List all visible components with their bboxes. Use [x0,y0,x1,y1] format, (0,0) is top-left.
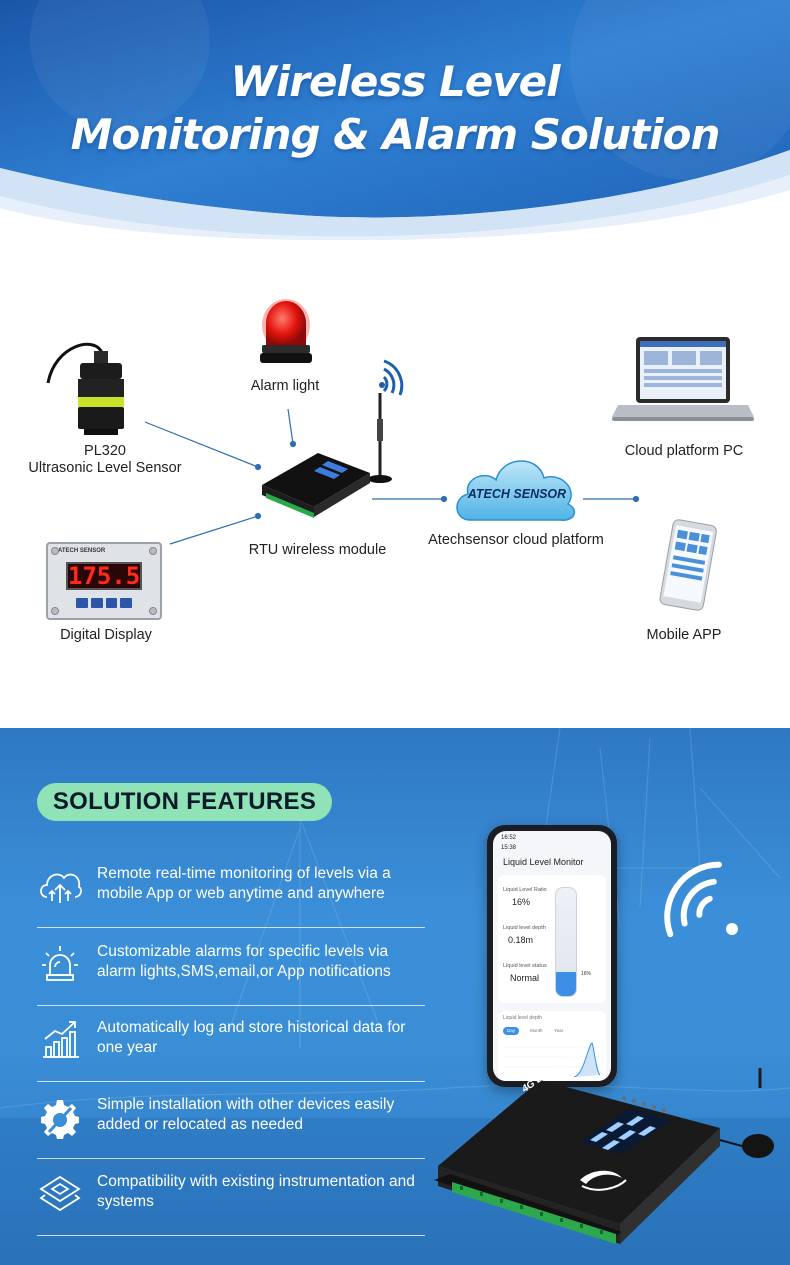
phone-inner-time: 15:38 [501,845,517,851]
phone-mockup: 16:52 15:38 Liquid Level Monitor Liquid … [487,825,617,1087]
laptop-icon [612,337,754,421]
data-logger-icon [434,1068,774,1244]
page-title-line-2: Monitoring & Alarm Solution [70,110,721,159]
feature-item: Customizable alarms for specific levels … [37,928,425,1006]
level-tube-fill [556,972,576,996]
feature-item: Remote real-time monitoring of levels vi… [37,850,425,928]
mobile-phone-icon [659,519,717,611]
level-card: Liquid Level Ratio 16% Liquid level dept… [498,875,606,1003]
display-reading: 175.5 [66,562,142,590]
tab-day[interactable]: Day [503,1027,520,1035]
digital-display-label: Digital Display [60,627,152,643]
history-chart [504,1042,600,1077]
rtu-module-label: RTU wireless module [248,542,387,558]
display-brand: ATECH SENSOR [58,548,106,554]
cloud-platform-label: Atechsensor cloud platform [428,532,604,548]
tab-year[interactable]: Year [554,1028,564,1033]
cloud-pc-label: Cloud platform PC [624,443,744,459]
features-heading: SOLUTION FEATURES [37,783,332,821]
rtu-module-icon [262,359,404,518]
ratio-label: Liquid Level Ratio [503,887,547,893]
feature-text: Remote real-time monitoring of levels vi… [97,865,391,902]
feature-text: Compatibility with existing instrumentat… [97,1173,415,1210]
alarm-light-label: Alarm light [250,378,320,394]
gear-icon [41,1100,79,1139]
ratio-value: 16% [512,897,531,907]
history-chart-label: Liquid level depth [503,1015,542,1021]
tube-percent: 16% [581,971,592,977]
sensor-model-label: PL320 [84,443,126,459]
app-screen-title: Liquid Level Monitor [503,857,584,867]
depth-label: Liquid level depth [503,925,546,931]
feature-item: Compatibility with existing instrumentat… [37,1158,425,1236]
digital-display-icon: ATECH SENSOR 175.5 [46,542,162,620]
phone-screen: 16:52 15:38 Liquid Level Monitor Liquid … [493,831,611,1081]
feature-text: Simple installation with other devices e… [97,1096,395,1133]
alarm-icon [42,946,78,981]
history-card: Liquid level depth Day Month Year [498,1011,606,1081]
feature-item: Automatically log and store historical d… [37,1004,425,1082]
diagram-connectors [144,408,640,545]
wifi-signal-icon [664,861,738,938]
header-banner: Wireless Level Monitoring & Alarm Soluti… [0,0,790,240]
status-value: Normal [510,973,540,983]
header-background [0,0,790,240]
tab-month[interactable]: Month [530,1028,543,1033]
cloud-logo-text: ATECH SENSOR [467,487,567,501]
system-diagram: Alarm light PL320 Ultrasonic Level Senso… [0,240,790,728]
alarm-light-icon [260,299,312,363]
cloud-upload-icon [40,873,82,903]
wifi-signal-icon [382,359,404,396]
feature-text: Customizable alarms for specific levels … [97,943,391,980]
depth-value: 0.18m [508,935,534,945]
status-label: Liquid level status [503,963,547,969]
chart-growth-icon [43,1021,79,1058]
phone-status-time: 16:52 [501,835,517,841]
level-tube [555,887,577,997]
feature-item: Simple installation with other devices e… [37,1081,425,1159]
feature-text: Automatically log and store historical d… [97,1019,406,1056]
ultrasonic-sensor-icon [46,342,124,435]
sensor-type-label: Ultrasonic Level Sensor [28,460,182,476]
layers-icon [39,1175,81,1212]
mobile-app-label: Mobile APP [646,627,722,643]
cloud-icon [456,460,576,521]
display-buttons [76,598,132,608]
page-title-line-1: Wireless Level [230,57,561,106]
solution-features-section: SOLUTION FEATURES Remote real-time monit… [0,728,790,1265]
